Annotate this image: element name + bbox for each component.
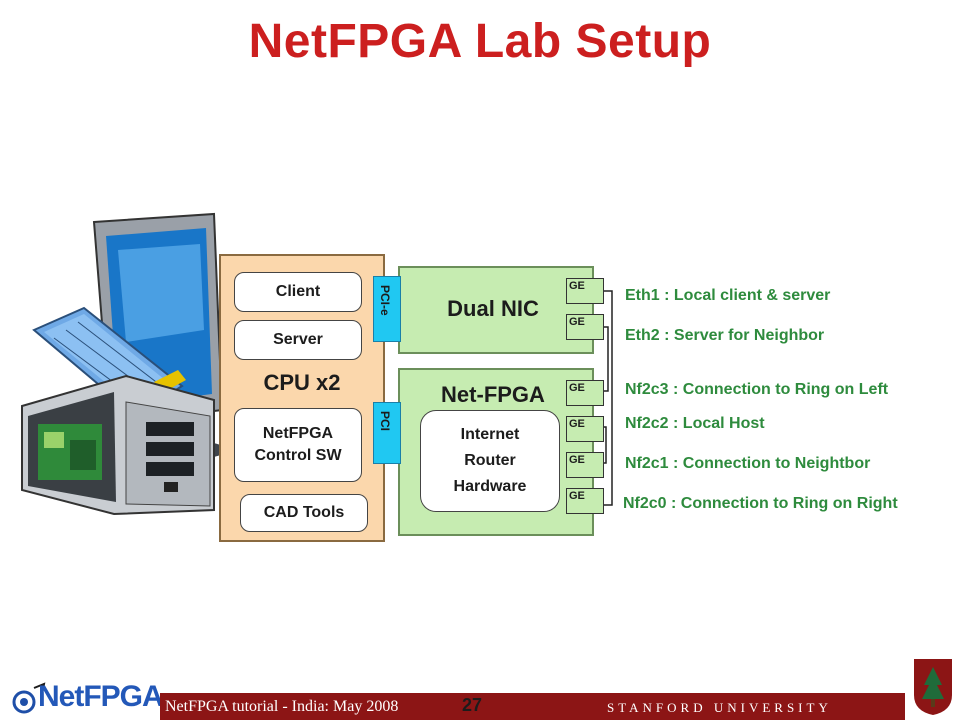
cad-tools-box: CAD Tools bbox=[240, 494, 368, 532]
netfpga-ge-port: GE bbox=[566, 488, 604, 514]
dual-nic-board bbox=[398, 266, 594, 354]
port-label-eth2: Eth2 : Server for Neighbor bbox=[625, 327, 825, 344]
netfpga-label: Net-FPGA bbox=[441, 382, 545, 407]
netfpga-logo-text: NetFPGA bbox=[38, 680, 164, 713]
stanford-seal-icon bbox=[914, 659, 952, 715]
server-box: Server bbox=[234, 320, 362, 360]
pcie-bus: PCI-e bbox=[373, 276, 401, 342]
netfpga-ge-port: GE bbox=[566, 380, 604, 406]
port-connection-lines bbox=[604, 290, 613, 506]
dual-nic-ge-port: GE bbox=[566, 314, 604, 340]
port-label-nf2c0: Nf2c0 : Connection to Ring on Right bbox=[623, 495, 898, 512]
dual-nic-label: Dual NIC bbox=[447, 296, 539, 321]
netfpga-control-sw-box: NetFPGA Control SW bbox=[234, 408, 362, 482]
cpu-label: CPU x2 bbox=[263, 370, 341, 395]
internet-router-hardware-box: Internet Router Hardware bbox=[420, 410, 560, 512]
computer-illustration bbox=[21, 212, 224, 516]
stanford-university-wordmark: STANFORD UNIVERSITY bbox=[607, 700, 832, 715]
netfpga-logo-icon bbox=[12, 682, 46, 714]
port-label-nf2c3: Nf2c3 : Connection to Ring on Left bbox=[625, 381, 889, 398]
netfpga-ge-port: GE bbox=[566, 416, 604, 442]
port-label-nf2c2: Nf2c2 : Local Host bbox=[625, 415, 765, 432]
port-label-eth1: Eth1 : Local client & server bbox=[625, 287, 831, 304]
tower-case-icon bbox=[21, 374, 215, 516]
page-title: NetFPGA Lab Setup bbox=[248, 15, 712, 68]
dual-nic-ge-port: GE bbox=[566, 278, 604, 304]
pci-bus: PCI bbox=[373, 402, 401, 464]
netfpga-logo: NetFPGA bbox=[8, 678, 164, 718]
footer-bar bbox=[160, 693, 905, 720]
pcie-label: PCI-e bbox=[378, 285, 392, 316]
page-number: 27 bbox=[462, 695, 483, 715]
port-label-nf2c1: Nf2c1 : Connection to Neightbor bbox=[625, 455, 871, 472]
netfpga-ge-port: GE bbox=[566, 452, 604, 478]
footer-caption: NetFPGA tutorial - India: May 2008 bbox=[165, 698, 399, 715]
client-box: Client bbox=[234, 272, 362, 312]
pci-label: PCI bbox=[378, 411, 392, 432]
